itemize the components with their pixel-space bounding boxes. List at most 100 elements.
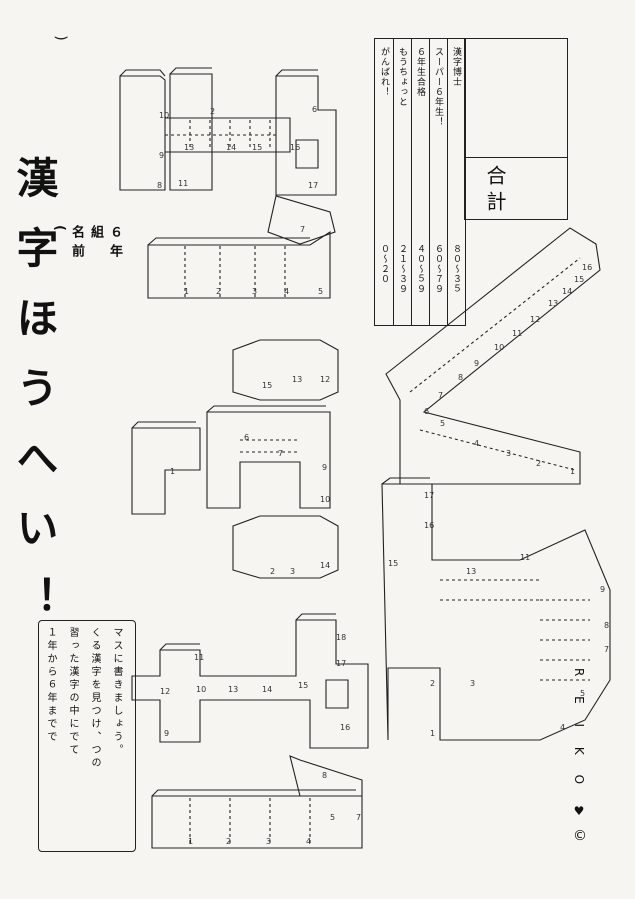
score-message: がんばれ！ xyxy=(379,47,389,97)
cell-number: 5 xyxy=(580,689,585,698)
score-range: ８０～３５ xyxy=(451,244,461,294)
score-row: ２１～３９ もうちょっと xyxy=(393,39,412,325)
cell-number: 8 xyxy=(604,621,609,630)
cell-number: 14 xyxy=(226,143,236,152)
cell-number: 2 xyxy=(210,107,215,116)
name-open-paren: ( xyxy=(52,225,67,237)
cell-number: 2 xyxy=(430,679,435,688)
lower-left-cell-numbers: 11 12 10 13 14 15 18 17 16 9 1 2 3 4 5 7… xyxy=(160,633,361,846)
cell-number: 9 xyxy=(159,151,164,160)
cell-number: 1 xyxy=(184,287,189,296)
cell-number: 4 xyxy=(474,439,479,448)
score-row: ４０～５９ ６年生合格 xyxy=(411,39,430,325)
cell-number: 1 xyxy=(170,467,175,476)
instructions-box: １年から６年までで 習った漢字の中にでて くる漢字を見つけ、つの マスに書きまし… xyxy=(38,620,136,852)
instruction-line: マスに書きましょう。 xyxy=(111,627,122,757)
cell-number: 2 xyxy=(536,459,541,468)
cell-number: 7 xyxy=(438,391,443,400)
instruction-line: 習った漢字の中にでて xyxy=(67,627,78,757)
cell-number: 11 xyxy=(520,553,530,562)
cell-number: 11 xyxy=(512,329,522,338)
cell-number: 12 xyxy=(530,315,540,324)
cell-number: 18 xyxy=(336,633,346,642)
upper-right-cell-numbers: 8 9 10 11 13 14 15 16 17 6 2 1 2 3 4 5 7 xyxy=(157,105,323,296)
cell-number: 7 xyxy=(300,225,305,234)
cell-number: 4 xyxy=(284,287,289,296)
score-row: ０～２０ がんばれ！ xyxy=(375,39,394,325)
score-range: ０～２０ xyxy=(379,244,389,284)
middle-cell-numbers: 15 13 12 1 6 7 9 10 2 3 14 xyxy=(170,375,330,576)
cell-number: 15 xyxy=(252,143,262,152)
cell-number: 17 xyxy=(308,181,318,190)
middle-block-figures xyxy=(131,339,339,579)
score-table: ０～２０ がんばれ！ ２１～３９ もうちょっと ４０～５９ ６年生合格 ６０～７… xyxy=(374,38,466,326)
cell-number: 9 xyxy=(164,729,169,738)
cell-number: 16 xyxy=(340,723,350,732)
upper-right-arm-blocks xyxy=(147,195,336,299)
cell-number: 16 xyxy=(424,521,434,530)
cell-number: 7 xyxy=(356,813,361,822)
cell-number: 11 xyxy=(194,653,204,662)
cell-number: 12 xyxy=(160,687,170,696)
instruction-line: １年から６年までで xyxy=(45,627,56,744)
lower-left-block-figure xyxy=(131,613,369,849)
copyright-mark: © xyxy=(572,828,588,844)
cell-number: 9 xyxy=(600,585,605,594)
cell-number: 13 xyxy=(292,375,302,384)
cell-number: 16 xyxy=(290,143,300,152)
cell-number: 8 xyxy=(157,181,162,190)
cell-number: 15 xyxy=(262,381,272,390)
cell-number: 8 xyxy=(458,373,463,382)
score-message: ６年生合格 xyxy=(415,47,425,97)
v-shape-block-figure xyxy=(385,227,601,485)
cell-number: 13 xyxy=(548,299,558,308)
cell-number: 13 xyxy=(228,685,238,694)
cell-number: 8 xyxy=(322,771,327,780)
score-message: 漢字博士 xyxy=(451,47,461,87)
cell-number: 15 xyxy=(298,681,308,690)
class-line: ６年 組 名前 ( xyxy=(52,225,124,283)
cell-number: 1 xyxy=(430,729,435,738)
cell-number: 11 xyxy=(178,179,188,188)
v-shape-cell-numbers: 1 2 3 4 5 6 7 8 9 10 11 12 13 14 15 16 xyxy=(424,263,592,476)
score-range: ４０～５９ xyxy=(415,244,425,294)
cell-number: 14 xyxy=(562,287,572,296)
cell-number: 9 xyxy=(322,463,327,472)
cell-number: 2 xyxy=(270,567,275,576)
cell-number: 15 xyxy=(388,559,398,568)
cell-number: 1 xyxy=(570,467,575,476)
cell-number: 17 xyxy=(424,491,434,500)
name-label: 名前 xyxy=(69,225,84,263)
cell-number: 7 xyxy=(278,449,283,458)
cell-number: 2 xyxy=(216,287,221,296)
page-title: 漢字ほうへい！ xyxy=(10,156,59,646)
cell-number: 15 xyxy=(574,275,584,284)
cell-number: 4 xyxy=(560,723,565,732)
cell-number: 3 xyxy=(506,449,511,458)
cell-number: 17 xyxy=(336,659,346,668)
grade-label: ６年 xyxy=(107,225,122,263)
cell-number: 10 xyxy=(196,685,206,694)
cell-number: 3 xyxy=(470,679,475,688)
cell-number: 16 xyxy=(582,263,592,272)
total-divider xyxy=(465,157,567,158)
score-range: ２１～３９ xyxy=(397,244,407,294)
cell-number: 5 xyxy=(330,813,335,822)
cell-number: 2 xyxy=(226,837,231,846)
author-signature: R E I K O ♥ xyxy=(572,668,586,826)
cell-number: 5 xyxy=(440,419,445,428)
total-label: 合計 xyxy=(483,165,507,217)
instruction-line: くる漢字を見つけ、つの xyxy=(89,627,100,770)
cell-number: 4 xyxy=(306,837,311,846)
cell-number: 6 xyxy=(244,433,249,442)
cell-number: 12 xyxy=(320,375,330,384)
cell-number: 5 xyxy=(318,287,323,296)
cell-number: 3 xyxy=(290,567,295,576)
cell-number: 14 xyxy=(320,561,330,570)
cell-number: 10 xyxy=(320,495,330,504)
lower-u-block-figure xyxy=(381,477,611,741)
cell-number: 3 xyxy=(252,287,257,296)
cell-number: 10 xyxy=(494,343,504,352)
